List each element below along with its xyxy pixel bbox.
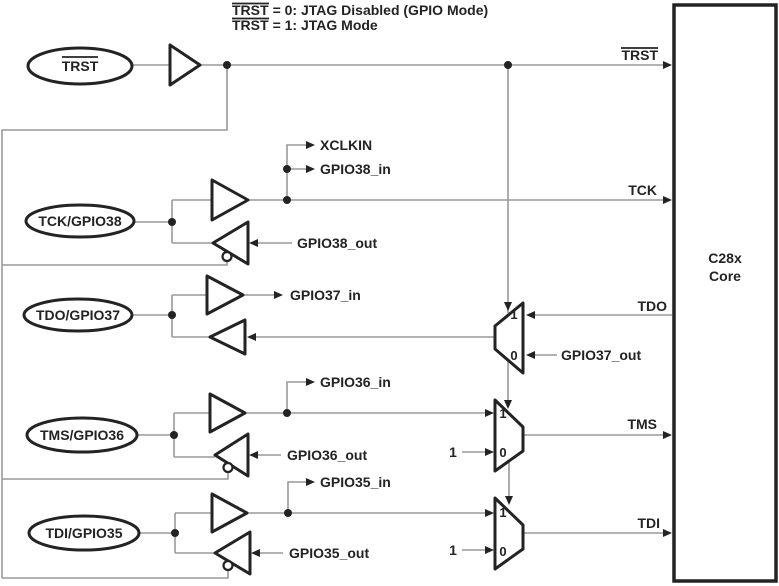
pad-label-tms-gpio36: TMS/GPIO36: [40, 427, 124, 443]
junction-tck-pad: [168, 218, 176, 226]
pad-label-trst: TRST: [62, 58, 99, 74]
junction-tck-line: [283, 196, 291, 204]
pad-oval-tms-gpio36: [25, 416, 139, 454]
wires: [1, 64, 672, 579]
signal-label-gpio38-in: GPIO38_in: [320, 161, 391, 177]
signal-label-gpio36-out: GPIO36_out: [287, 447, 367, 463]
arrow-gpio38-out: [249, 239, 258, 247]
input-buffer-gpio38: [210, 178, 250, 222]
output-buffers: [208, 220, 252, 576]
tdi-mux: [493, 496, 525, 571]
arrow-gpio35-out: [251, 549, 260, 557]
arrow-tms-into-core: [663, 431, 672, 439]
signal-label-gpio36-in: GPIO36_in: [320, 374, 391, 390]
arrow-xclkin: [306, 141, 315, 149]
pad-oval-tck-gpio38: [24, 203, 136, 239]
input-buffer-gpio37: [205, 274, 245, 316]
core-label-line2: Core: [709, 268, 741, 284]
wire-xclkin-tap: [286, 144, 307, 200]
signal-label-gpio35-in: GPIO35_in: [320, 474, 391, 490]
pad-ovals: [22, 46, 141, 552]
wire-gpio36-in-tap: [286, 381, 307, 413]
wire-trst-feedback-rail: [1, 65, 228, 578]
signal-label-gpio38-out: GPIO38_out: [297, 235, 377, 251]
junction-tdo-pad: [168, 311, 176, 319]
tdi-mux-input0-label: 0: [499, 544, 506, 559]
tdo-mux-input1-label: 1: [510, 307, 517, 322]
arrow-gpio36-in: [306, 378, 315, 386]
output-buffer-gpio37: [208, 318, 247, 356]
wire-enable-gpio36: [2, 472, 229, 480]
arrow-gpio37-in: [274, 291, 283, 299]
tdi-mux-input1-label: 1: [499, 505, 506, 520]
pad-label-tck-gpio38: TCK/GPIO38: [38, 213, 121, 229]
tdo-mux-input0-label: 0: [510, 348, 517, 363]
wire-enable-gpio38: [2, 261, 228, 266]
junction-tms-pad: [170, 431, 178, 439]
signal-label-xclkin: XCLKIN: [320, 137, 372, 153]
input-buffer-trst: [168, 43, 202, 87]
signal-label-tdi: TDI: [637, 515, 660, 531]
arrow-gpio36-out: [249, 451, 258, 459]
input-buffers: [168, 43, 250, 534]
signal-label-gpio37-out: GPIO37_out: [561, 347, 641, 363]
arrowheads: [247, 61, 672, 557]
arrow-gpio37-out: [526, 351, 535, 359]
arrow-tms-mux-in1: [485, 409, 494, 417]
signal-label-gpio37-in: GPIO37_in: [290, 287, 361, 303]
c28x-core-box: [672, 3, 778, 583]
enable-bubble-gpio38: [221, 250, 233, 263]
signal-label-tdo: TDO: [637, 298, 667, 314]
input-buffer-gpio36: [208, 392, 247, 434]
tms-mux-input0-label: 0: [499, 445, 506, 460]
arrow-tdo-into-mux: [526, 311, 535, 319]
tms-constant-one-label: 1: [449, 444, 457, 460]
enable-bubble-gpio36: [222, 461, 234, 474]
tdi-constant-one-label: 1: [449, 542, 457, 558]
arrow-tck-into-core: [663, 196, 672, 204]
junction-gpio35-in: [284, 509, 292, 517]
arrow-trst-into-core: [663, 61, 672, 69]
arrow-tdi-mux-in0: [485, 546, 494, 554]
signal-label-tms: TMS: [627, 416, 657, 432]
signal-label-tck: TCK: [628, 182, 657, 198]
junction-trst-feedback: [223, 61, 231, 69]
signal-label-trst: TRST: [621, 47, 658, 63]
arrow-tdo-mux-to-buffer: [247, 333, 256, 341]
arrow-tms-mux-in0: [485, 448, 494, 456]
arrow-gpio38-in: [306, 165, 315, 173]
arrow-tdi-into-core: [663, 529, 672, 537]
tms-mux-input1-label: 1: [499, 406, 506, 421]
junction-trst-select: [504, 61, 512, 69]
pad-oval-tdi-gpio35: [27, 514, 141, 552]
wire-enable-gpio35: [2, 570, 229, 579]
note-line-1: TRST= 0: JTAG Disabled (GPIO Mode): [232, 2, 488, 18]
junction-gpio36-in: [283, 409, 291, 417]
tdo-mux: [493, 301, 525, 375]
pad-oval-tdo-gpio37: [22, 297, 134, 333]
arrow-select-tms-mux: [504, 400, 512, 409]
wire-gpio35-in-tap: [287, 481, 307, 513]
tms-mux: [493, 398, 525, 473]
core-label-line1: C28x: [708, 250, 742, 266]
junction-gpio38-in: [283, 165, 291, 173]
enable-bubble-gpio35: [222, 559, 234, 572]
arrow-tdi-mux-in1: [485, 509, 494, 517]
labels: TRST= 0: JTAG Disabled (GPIO Mode) TRST=…: [36, 2, 742, 561]
pad-oval-trst: [26, 46, 134, 86]
note-line-2: TRST= 1: JTAG Mode: [232, 17, 378, 33]
signal-label-gpio35-out: GPIO35_out: [289, 545, 369, 561]
input-buffer-gpio35: [210, 492, 249, 534]
junction-tdi-pad: [171, 529, 179, 537]
junction-dots: [168, 61, 512, 537]
muxes: [493, 301, 525, 571]
arrow-gpio35-in: [306, 478, 315, 486]
pad-label-tdi-gpio35: TDI/GPIO35: [45, 525, 122, 541]
arrow-select-tdo-mux: [504, 302, 512, 311]
arrow-select-tdi-mux: [505, 496, 513, 505]
pad-label-tdo-gpio37: TDO/GPIO37: [36, 307, 120, 323]
